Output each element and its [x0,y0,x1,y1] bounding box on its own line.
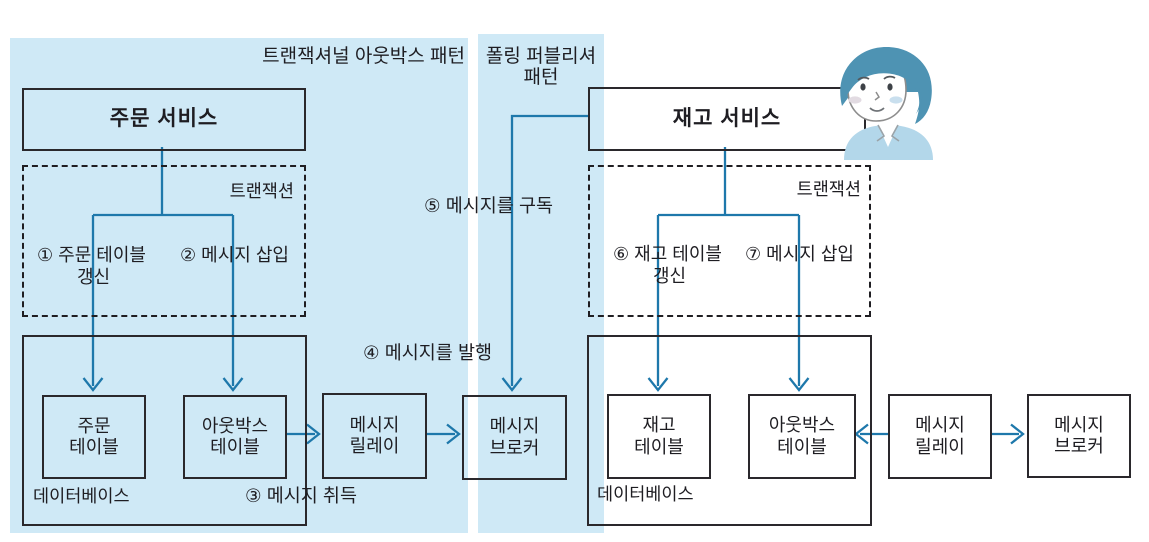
relay-left-line2: 릴레이 [349,436,400,456]
outbox-pattern-title: 트랜잭셔널 아웃박스 패턴 [262,46,465,67]
relay-right-line1: 메시지 [915,415,965,436]
order-table-box: 주문 테이블 [42,395,146,479]
inventory-table-line2: 테이블 [634,436,684,457]
avatar-lapel [876,124,900,142]
message-broker-right-label: 메시지 브로커 [1054,415,1104,457]
broker-right-line2: 브로커 [1054,436,1104,456]
order-table-line1: 주문 [77,415,111,436]
order-database-label: 데이터베이스 [33,486,130,506]
outbox-table-right-label: 아웃박스 테이블 [769,415,835,457]
order-transaction-label: 트랜잭션 [229,181,294,201]
step1-update-order-table-label: ① 주문 테이블 갱신 [37,245,146,288]
message-broker-left-box: 메시지 브로커 [462,395,567,480]
polling-pattern-title-line2: 패턴 [523,67,559,88]
inventory-service-box: 재고 서비스 [588,87,866,151]
inventory-transaction-label: 트랜잭션 [796,179,861,199]
step2-insert-message-label: ② 메시지 삽입 [180,245,289,265]
inventory-database-label: 데이터베이스 [597,484,694,504]
message-relay-right-label: 메시지 릴레이 [915,415,965,457]
polling-pattern-title-line1: 폴링 퍼블리셔 [485,46,597,67]
step1-line1: ① 주문 테이블 [37,245,146,265]
avatar-hair-curl [915,76,923,114]
order-table-line2: 테이블 [69,437,119,457]
avatar-nose [874,91,880,101]
message-broker-right-box: 메시지 브로커 [1027,394,1131,478]
order-table-label: 주문 테이블 [69,416,119,458]
polling-pattern-title: 폴링 퍼블리셔 패턴 [478,46,604,88]
step6-line1: ⑥ 재고 테이블 [613,244,722,264]
step6-update-inventory-table-label: ⑥ 재고 테이블 갱신 [613,244,722,287]
inventory-table-line1: 재고 [642,415,676,436]
avatar-eye-left [860,83,866,91]
message-relay-right-box: 메시지 릴레이 [888,394,992,479]
outbox-table-left-box: 아웃박스 테이블 [183,395,287,479]
step4-publish-message-label: ④ 메시지를 발행 [363,342,492,363]
avatar-blush-left [848,96,862,104]
outbox-table-left-line2: 테이블 [210,437,260,457]
broker-left-line1: 메시지 [489,416,540,437]
avatar-eyebrows [857,75,896,81]
inventory-table-box: 재고 테이블 [607,394,711,479]
outbox-table-right-box: 아웃박스 테이블 [748,394,856,479]
avatar-bangs [842,46,932,100]
outbox-table-right-line2: 테이블 [777,436,827,457]
step1-line2: 갱신 [77,266,111,287]
outbox-table-left-label: 아웃박스 테이블 [202,416,268,458]
avatar-mouth [869,107,885,112]
relay-right-line2: 릴레이 [915,436,965,457]
arrow-right-broker-right-icon [1010,423,1025,445]
message-relay-left-box: 메시지 릴레이 [322,393,427,479]
avatar-blush-right [889,96,903,104]
avatar-collar [878,125,898,147]
step7-insert-message-label: ⑦ 메시지 삽입 [745,244,854,264]
outbox-table-left-line1: 아웃박스 [201,415,269,436]
outbox-table-right-line1: 아웃박스 [768,415,836,436]
relay-left-line1: 메시지 [349,414,400,435]
avatar-eye-right [887,83,893,91]
order-service-box: 주문 서비스 [22,88,306,151]
step6-line2: 갱신 [653,265,687,286]
step5-subscribe-message-label: ⑤ 메시지를 구독 [424,195,553,216]
step3-fetch-message-label: ③ 메시지 취득 [245,485,357,506]
inventory-table-label: 재고 테이블 [634,415,684,457]
message-relay-left-label: 메시지 릴레이 [350,415,400,457]
broker-left-line2: 브로커 [489,437,540,458]
woman-avatar-icon [840,46,933,160]
broker-right-line1: 메시지 [1054,414,1104,435]
inventory-service-label: 재고 서비스 [672,106,782,130]
outbox-pattern-region [10,38,468,533]
message-broker-left-label: 메시지 브로커 [490,416,540,458]
order-service-label: 주문 서비스 [109,107,219,131]
